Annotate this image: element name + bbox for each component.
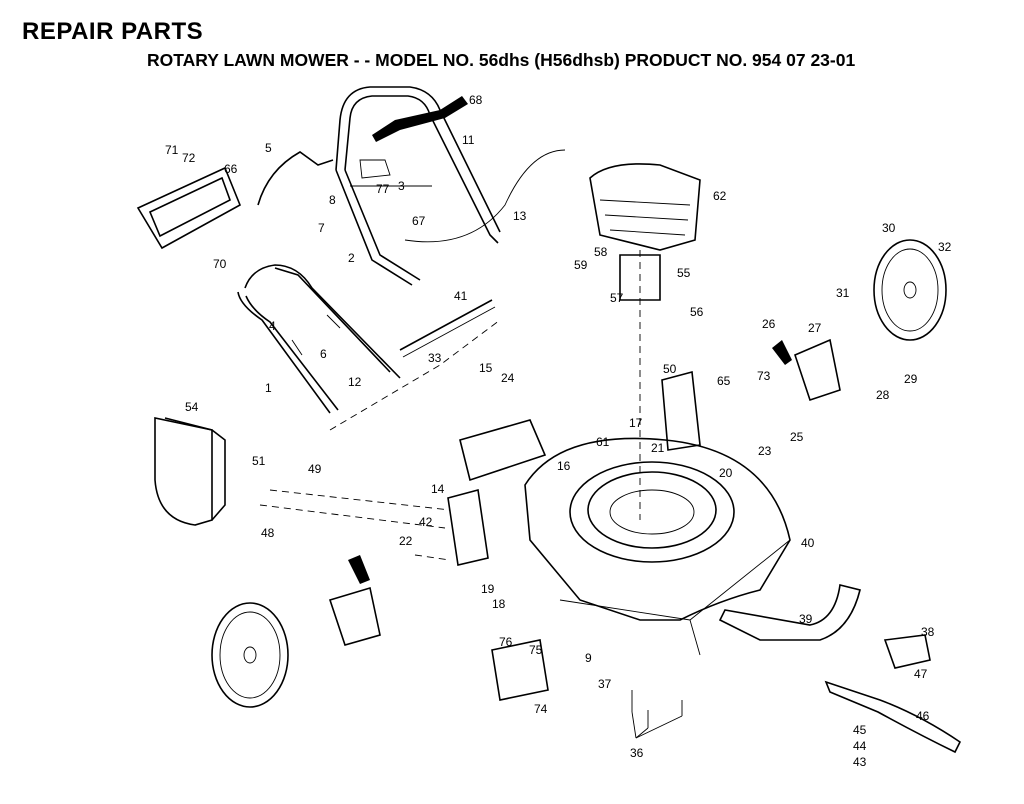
lower-handle — [237, 264, 401, 414]
callout-65: 65 — [717, 374, 731, 388]
callout-1: 1 — [265, 381, 272, 395]
left-side-plate — [447, 488, 489, 566]
callout-3: 3 — [398, 179, 405, 193]
callout-12: 12 — [348, 375, 362, 389]
callout-77: 77 — [376, 182, 390, 196]
callout-54: 54 — [185, 400, 199, 414]
grass-bag-top — [136, 166, 242, 250]
callout-22: 22 — [399, 534, 413, 548]
control-cable — [257, 151, 334, 206]
callout-14: 14 — [431, 482, 445, 496]
callout-62: 62 — [713, 189, 727, 203]
callout-5: 5 — [265, 141, 272, 155]
axle-rod — [399, 299, 493, 351]
height-adjuster-right — [794, 338, 841, 402]
callout-47: 47 — [914, 667, 928, 681]
callout-58: 58 — [594, 245, 608, 259]
height-lever-right — [772, 340, 792, 365]
callout-61: 61 — [596, 435, 610, 449]
callout-9: 9 — [585, 651, 592, 665]
callout-40: 40 — [801, 536, 815, 550]
callout-57: 57 — [610, 291, 624, 305]
callout-26: 26 — [762, 317, 776, 331]
callout-25: 25 — [790, 430, 804, 444]
callout-36: 36 — [630, 746, 644, 760]
callout-19: 19 — [481, 582, 495, 596]
callout-20: 20 — [719, 466, 733, 480]
callout-16: 16 — [557, 459, 571, 473]
callout-41: 41 — [454, 289, 468, 303]
callout-70: 70 — [213, 257, 227, 271]
height-lever-left — [348, 555, 370, 584]
callout-17: 17 — [629, 416, 643, 430]
left-wheel — [211, 602, 289, 708]
callout-29: 29 — [904, 372, 918, 386]
callout-46: 46 — [916, 709, 930, 723]
bag-frame — [154, 417, 226, 526]
callout-67: 67 — [412, 214, 426, 228]
callout-43: 43 — [853, 755, 867, 769]
callout-38: 38 — [921, 625, 935, 639]
rear-cover-plate — [491, 639, 549, 701]
callout-33: 33 — [428, 351, 442, 365]
callout-76: 76 — [499, 635, 513, 649]
callout-72: 72 — [182, 151, 196, 165]
page-title: REPAIR PARTS — [22, 18, 204, 45]
callout-23: 23 — [758, 444, 772, 458]
callout-50: 50 — [663, 362, 677, 376]
callout-59: 59 — [574, 258, 588, 272]
callout-45: 45 — [853, 723, 867, 737]
callout-31: 31 — [836, 286, 850, 300]
callout-56: 56 — [690, 305, 704, 319]
height-adjuster-left — [328, 586, 381, 646]
throttle-cable — [404, 149, 566, 243]
page-subtitle: ROTARY LAWN MOWER - - MODEL NO. 56dhs (H… — [147, 50, 856, 70]
callout-37: 37 — [598, 677, 612, 691]
callout-24: 24 — [501, 371, 515, 385]
callout-55: 55 — [677, 266, 691, 280]
baffle — [718, 584, 861, 641]
blade-adapter — [883, 634, 931, 669]
callout-32: 32 — [938, 240, 952, 254]
mower-deck — [524, 437, 791, 656]
callout-27: 27 — [808, 321, 822, 335]
callout-18: 18 — [492, 597, 506, 611]
callout-44: 44 — [853, 739, 867, 753]
callout-42: 42 — [419, 515, 433, 529]
callout-66: 66 — [224, 162, 238, 176]
callout-48: 48 — [261, 526, 275, 540]
callout-4: 4 — [269, 319, 276, 333]
callout-28: 28 — [876, 388, 890, 402]
right-side-plate — [661, 370, 701, 451]
callout-51: 51 — [252, 454, 266, 468]
callout-71: 71 — [165, 143, 179, 157]
callout-2: 2 — [348, 251, 355, 265]
mower-blade — [824, 680, 962, 754]
callout-49: 49 — [308, 462, 322, 476]
callout-8: 8 — [329, 193, 336, 207]
callout-39: 39 — [799, 612, 813, 626]
callout-6: 6 — [320, 347, 327, 361]
callout-75: 75 — [529, 643, 543, 657]
handle-grip — [372, 96, 468, 142]
callout-73: 73 — [757, 369, 771, 383]
callout-7: 7 — [318, 221, 325, 235]
rear-deflector — [459, 419, 547, 482]
upper-handle — [335, 86, 501, 286]
callout-labels: 1 2 3 4 5 6 7 8 9 11 12 13 14 15 16 17 1… — [165, 93, 952, 769]
callout-15: 15 — [479, 361, 493, 375]
callout-13: 13 — [513, 209, 527, 223]
engine — [589, 163, 701, 301]
callout-30: 30 — [882, 221, 896, 235]
callout-68: 68 — [469, 93, 483, 107]
callout-11: 11 — [462, 133, 475, 147]
callout-74: 74 — [534, 702, 548, 716]
right-wheel — [873, 239, 947, 341]
callout-21: 21 — [651, 441, 665, 455]
